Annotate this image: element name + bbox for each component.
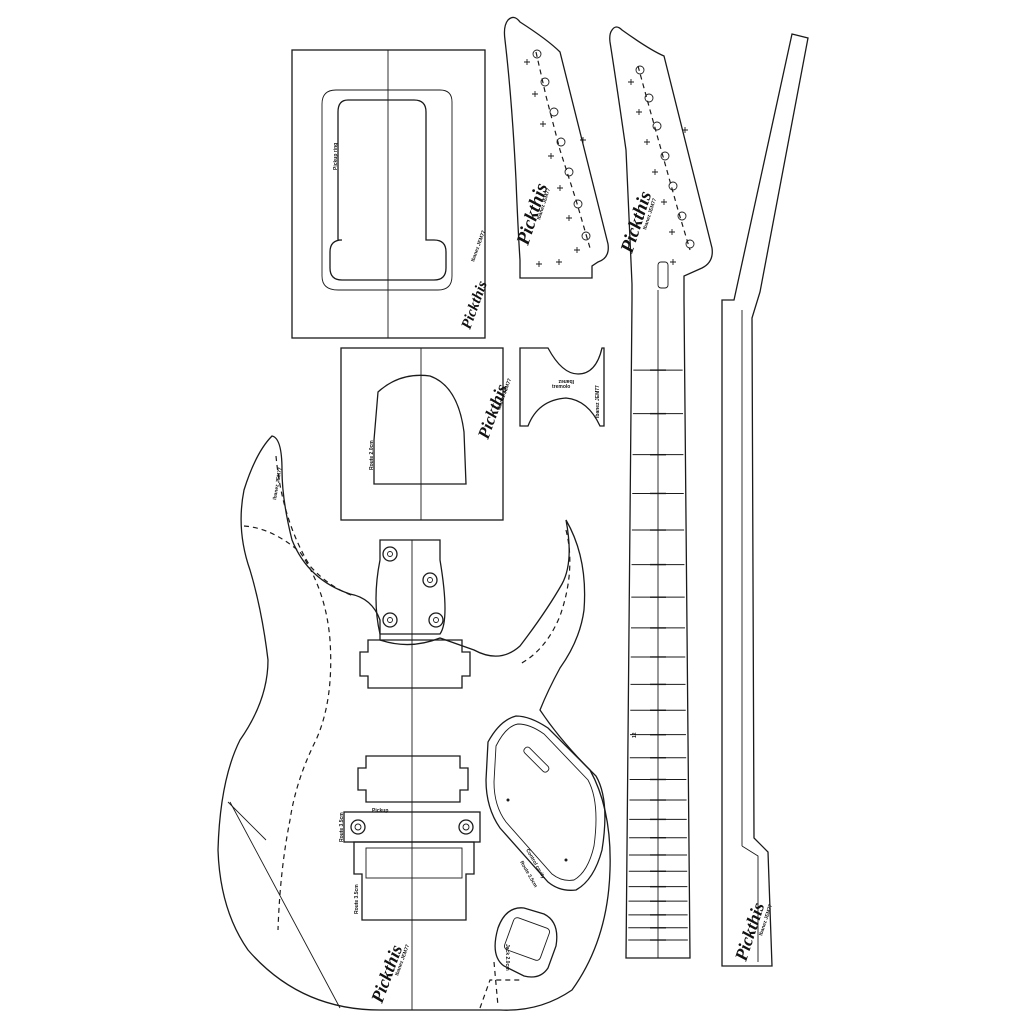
- neck-tuner-hole-2: [644, 93, 654, 103]
- cutaway-template: Route 2.0cm Pickthis Ibanez JEM77: [340, 347, 513, 521]
- headstock-template: Pickthis Ibanez JEM77: [503, 16, 609, 279]
- bridge-pickup-inner: [365, 847, 463, 879]
- neck-screw-3: [382, 612, 398, 628]
- body-horn-label: Ibanez JEM77: [272, 467, 284, 501]
- middle-pickup-label: Pickup: [372, 808, 388, 814]
- tremolo-label-upper: Ibanez: [558, 378, 574, 384]
- neck-screw-4-inner: [433, 617, 439, 623]
- neck-tuner-hole-3: [652, 121, 662, 131]
- bridge-pickup-route: [353, 841, 475, 921]
- tremolo-label-lower: tremolo: [552, 384, 570, 390]
- control-cavity-route: [485, 715, 606, 891]
- neck-frets: [628, 369, 688, 941]
- body-tail-dash: [493, 961, 499, 1007]
- headstock-template-tuner-line: [535, 51, 591, 249]
- neck-template-outline: [609, 26, 713, 959]
- control-pot-1: [506, 798, 510, 802]
- headstock-template-screw-marks: [524, 59, 586, 267]
- body-horn-contour: [275, 455, 355, 597]
- jack-plate-inner: [504, 917, 550, 961]
- body-lower-horn-contour: [519, 529, 571, 665]
- body-belly-edge: [227, 801, 267, 841]
- cutaway-template-side-label: Route 2.0cm: [369, 440, 375, 470]
- bridge-pickup-label: Route 3.5cm: [354, 884, 360, 914]
- tuner-hole-7: [581, 231, 591, 241]
- cutaway-template-route: [373, 374, 467, 485]
- neck-screw-4: [428, 612, 444, 628]
- control-pot-2: [564, 858, 568, 862]
- pickup-template-logo: Pickthis: [459, 279, 491, 332]
- neck-screw-3-inner: [387, 617, 393, 623]
- switch-slot: [523, 746, 550, 773]
- pickup-template-outer-route: [321, 89, 453, 291]
- neck-template: Pickthis Ibanez JEM77 12: [609, 26, 713, 959]
- tremolo-post-right-inner: [462, 823, 470, 831]
- pickup-template-board: [291, 49, 486, 339]
- pickup-route-template: Pickup ring Ibanez JEM77 Pickthis: [291, 49, 491, 339]
- body-strap-dash: [479, 979, 520, 1009]
- body-template: Pickup Route 3.5cm Route 3.5cm Control c…: [217, 435, 611, 1011]
- neck-profile-heel-line: [741, 845, 759, 962]
- neck-12th-fret-marker: 12: [632, 732, 638, 738]
- control-cavity-inner: [493, 723, 597, 881]
- tremolo-post-right: [458, 819, 474, 835]
- neck-tuner-hole-6: [677, 211, 687, 221]
- neck-screw-2: [422, 572, 438, 588]
- tremolo-post-left: [350, 819, 366, 835]
- tremolo-template: Ibanez tremolo Ibanez JEM77: [519, 347, 605, 427]
- neck-profile-template: Pickthis Ibanez JEM77: [721, 33, 809, 967]
- tremolo-post-left-inner: [354, 823, 362, 831]
- neck-headstock-screw-marks: [628, 79, 688, 265]
- neck-tuner-hole-7: [685, 239, 695, 249]
- neck-screw-1-inner: [387, 551, 393, 557]
- tremolo-route-label: Route 3.5cm: [339, 812, 345, 842]
- body-outline: [217, 435, 611, 1011]
- tremolo-template-code: Ibanez JEM77: [595, 385, 601, 418]
- neck-tuner-hole-4: [660, 151, 670, 161]
- tuner-hole-1: [532, 49, 542, 59]
- neck-headstock-tuners: [635, 65, 695, 249]
- headstock-template-tuners: [532, 49, 591, 241]
- neck-tuner-hole-5: [668, 181, 678, 191]
- pickup-template-inner-route: [329, 99, 447, 281]
- body-arm-contour: [243, 525, 332, 931]
- jack-plate-label: Jack 2.0cm: [504, 944, 510, 971]
- truss-rod-access: [657, 261, 669, 289]
- tuner-hole-2: [540, 77, 550, 87]
- neck-screw-2-inner: [427, 577, 433, 583]
- middle-pickup-route: [357, 755, 469, 803]
- neck-tuner-hole-1: [635, 65, 645, 75]
- tuner-hole-5: [564, 167, 574, 177]
- body-belly-contour: [229, 801, 341, 1009]
- jack-plate-route: [494, 907, 558, 978]
- tuner-hole-4: [556, 137, 566, 147]
- tuner-hole-3: [549, 107, 559, 117]
- neck-pocket-route: [375, 539, 446, 635]
- neck-profile-outline: [721, 33, 809, 967]
- pickup-template-side-label: Pickup ring: [333, 143, 339, 170]
- cutaway-template-board: [340, 347, 504, 521]
- neck-pickup-route: [359, 639, 471, 689]
- tremolo-template-outline: [519, 347, 605, 427]
- neck-screw-1: [382, 546, 398, 562]
- tuner-hole-6: [573, 199, 583, 209]
- headstock-template-outline: [503, 16, 609, 279]
